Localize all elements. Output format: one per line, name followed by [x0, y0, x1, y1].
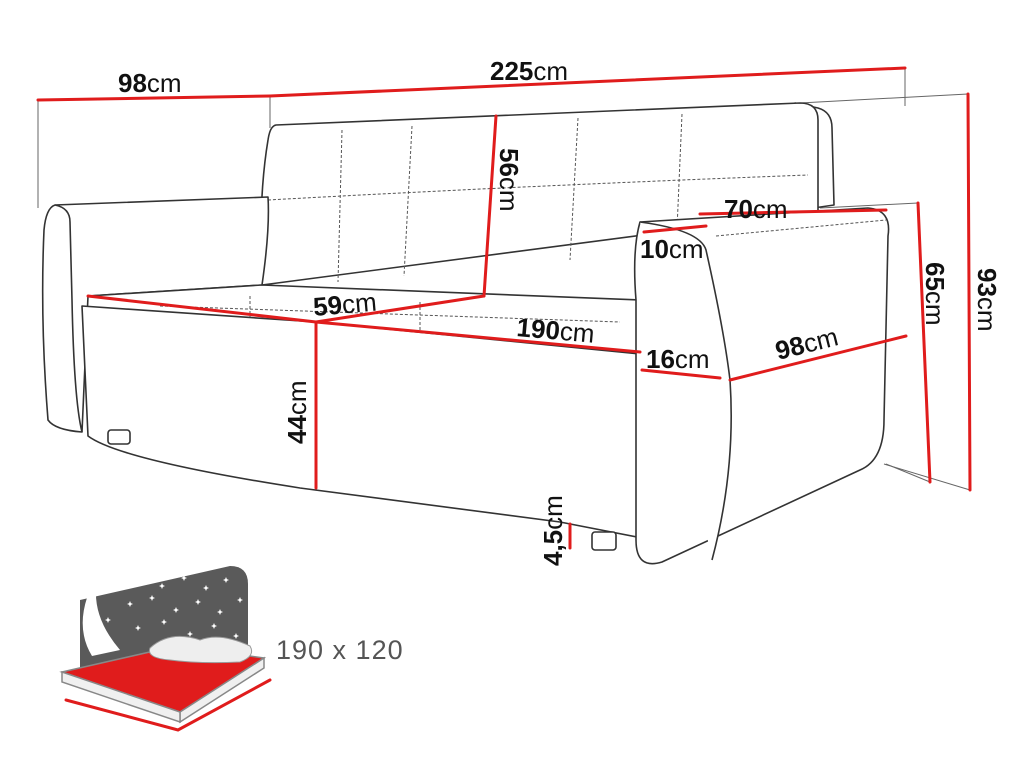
- bed-size-label: 190 x 120: [276, 635, 404, 665]
- label-armrest-height: 65cm: [920, 262, 950, 326]
- sofa-drawing: [41, 102, 890, 565]
- label-seat-depth: 59cm: [312, 287, 378, 322]
- label-backrest-height: 56cm: [494, 148, 524, 212]
- label-seat-width: 190cm: [515, 312, 595, 349]
- label-seat-height: 44cm: [282, 380, 312, 444]
- label-total-width: 225cm: [490, 56, 568, 86]
- label-ground-clearance: 4,5cm: [538, 495, 568, 566]
- label-armrest-top-width: 10cm: [640, 234, 704, 264]
- dimension-labels: 98cm 225cm 93cm 65cm 70cm 10cm 16cm 98cm…: [118, 56, 1002, 566]
- label-armrest-length: 70cm: [724, 194, 788, 224]
- measurement-lines: [36, 66, 972, 550]
- label-total-depth: 98cm: [118, 68, 182, 98]
- label-armrest-base-width: 16cm: [646, 344, 710, 374]
- bed-with-night-sky-icon: [59, 566, 272, 732]
- label-total-height: 93cm: [972, 268, 1002, 332]
- guide-lines: [37, 68, 971, 491]
